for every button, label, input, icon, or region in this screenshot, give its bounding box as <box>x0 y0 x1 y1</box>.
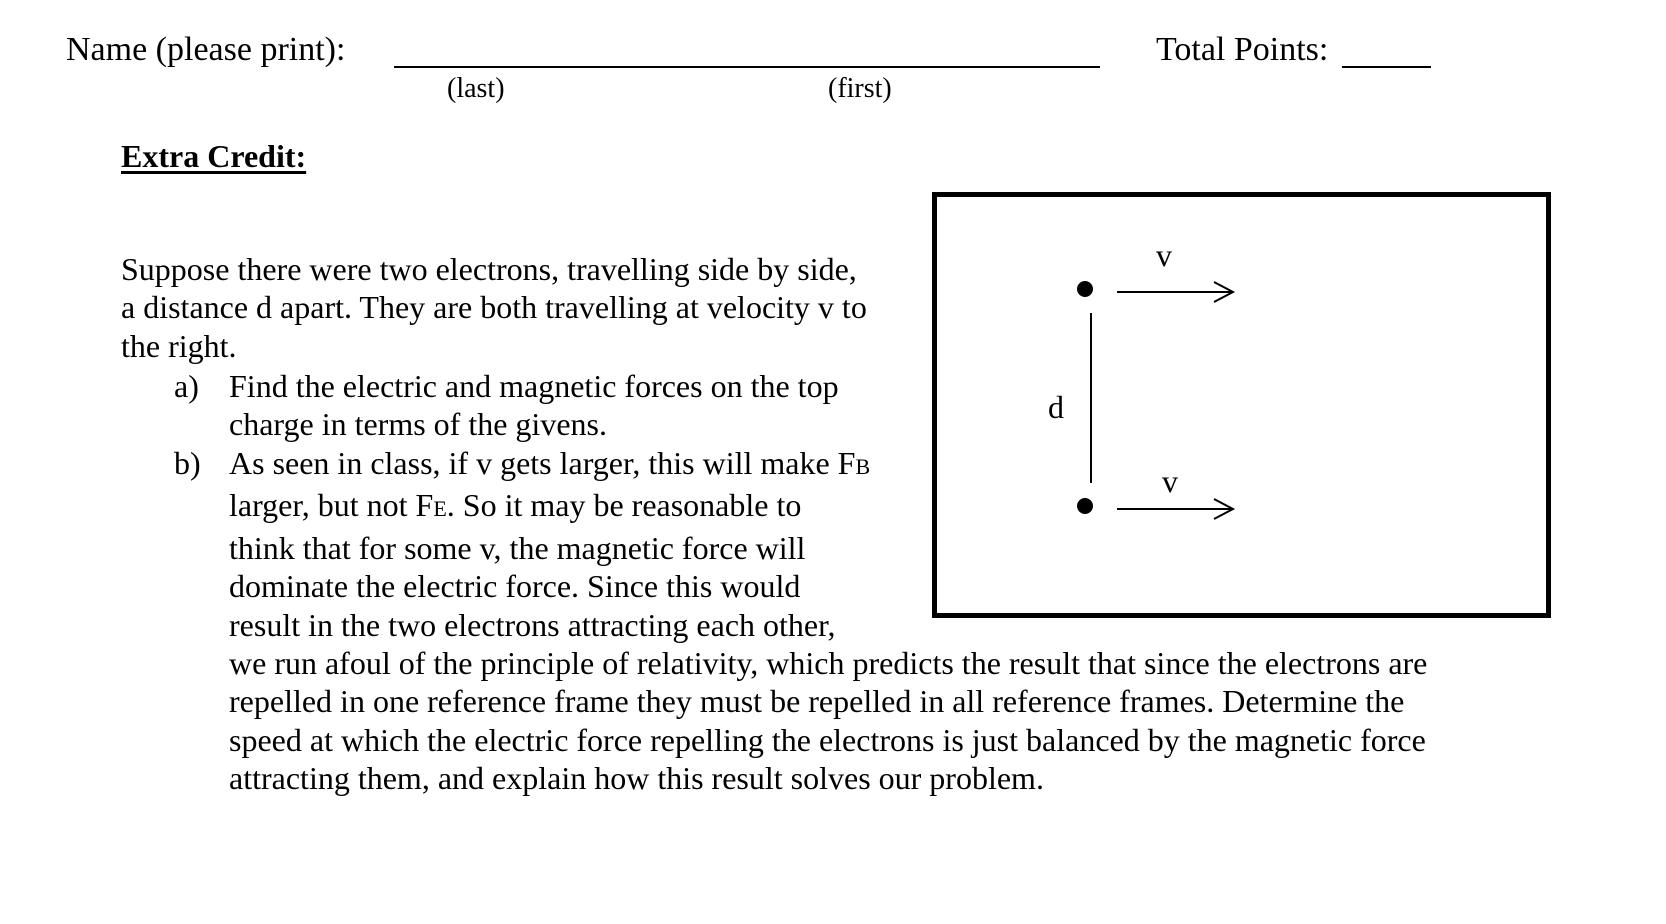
bottom-velocity-arrow <box>1117 498 1236 520</box>
item-b-line: think that for some v, the magnetic forc… <box>229 529 806 566</box>
item-b-line: larger, but not FE. So it may be reasona… <box>229 486 1427 528</box>
total-points-label: Total Points: <box>1156 31 1329 68</box>
item-a-marker: a) <box>174 368 199 404</box>
name-label: Name (please print): <box>66 31 346 68</box>
item-b-line-text: As seen in class, if v gets larger, this… <box>229 445 856 481</box>
problem-intro-line: a distance d apart. They are both travel… <box>121 289 867 326</box>
item-a-line: Find the electric and magnetic forces on… <box>229 368 839 404</box>
top-velocity-arrow <box>1117 281 1236 303</box>
name-blank-line[interactable] <box>394 66 1100 68</box>
problem-intro-line: Suppose there were two electrons, travel… <box>121 251 857 287</box>
item-b-line-text: larger, but not F <box>229 487 434 524</box>
total-points-blank-line[interactable] <box>1342 66 1431 68</box>
item-a-line: charge in terms of the givens. <box>229 406 607 443</box>
subscript-e: E <box>433 496 447 522</box>
top-electron <box>1077 281 1093 297</box>
electron-diagram: v d v <box>932 192 1551 618</box>
diagram-canvas <box>1077 281 1236 520</box>
item-b-line: speed at which the electric force repell… <box>229 721 1426 758</box>
velocity-label-top: v <box>1156 237 1172 273</box>
item-b-line: repelled in one reference frame they mus… <box>229 683 1405 720</box>
item-b-line-text: . So it may be reasonable to <box>446 487 802 524</box>
item-b-text: As seen in class, if v gets larger, this… <box>229 444 1427 798</box>
distance-label: d <box>1048 389 1064 425</box>
item-a-text: Find the electric and magnetic forces on… <box>229 367 839 444</box>
first-name-caption: (first) <box>828 73 892 104</box>
item-b-line: attracting them, and explain how this re… <box>229 760 1044 797</box>
item-b-line: dominate the electric force. Since this … <box>229 568 801 605</box>
item-b-line: result in the two electrons attracting e… <box>229 606 836 643</box>
last-name-caption: (last) <box>447 73 505 104</box>
item-b-marker: b) <box>174 445 201 481</box>
section-title: Extra Credit: <box>121 138 307 174</box>
problem-intro: Suppose there were two electrons, travel… <box>121 250 867 365</box>
bottom-electron <box>1077 498 1093 514</box>
item-b-line: we run afoul of the principle of relativ… <box>229 645 1428 682</box>
problem-intro-line: the right. <box>121 327 237 364</box>
velocity-label-bottom: v <box>1162 463 1178 499</box>
subscript-b: B <box>855 454 871 479</box>
item-b-line: As seen in class, if v gets larger, this… <box>229 444 1427 486</box>
